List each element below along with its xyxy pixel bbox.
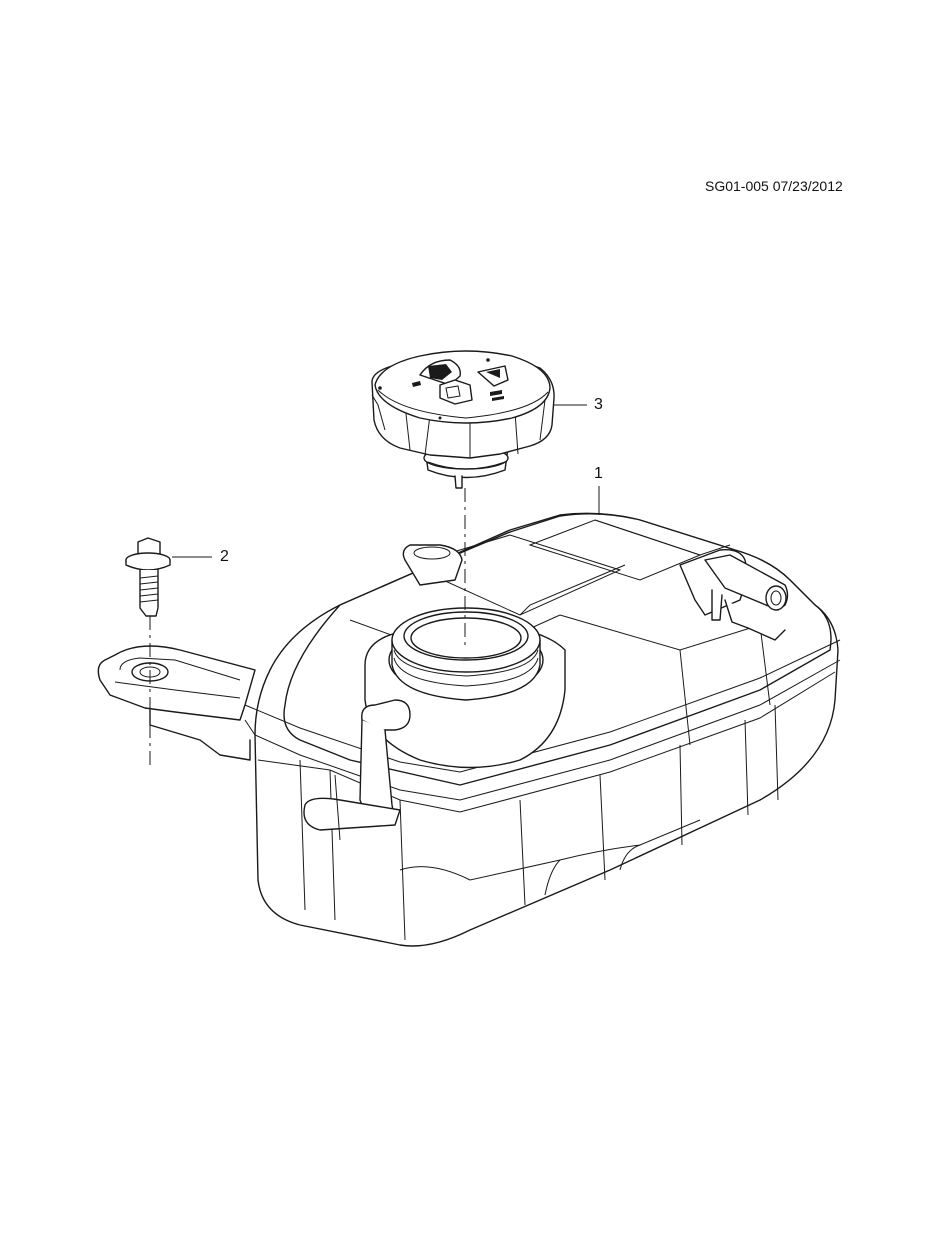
reservoir-cap — [371, 350, 555, 489]
callout-number-1: 1 — [594, 465, 603, 482]
document-id-date: SG01-005 07/23/2012 — [705, 178, 843, 194]
bolt — [125, 537, 171, 617]
callout-number-2: 2 — [220, 548, 229, 565]
mounting-bracket-arm — [97, 645, 256, 761]
callout-number-3: 3 — [594, 396, 603, 413]
coolant-reservoir-tank — [244, 512, 841, 947]
